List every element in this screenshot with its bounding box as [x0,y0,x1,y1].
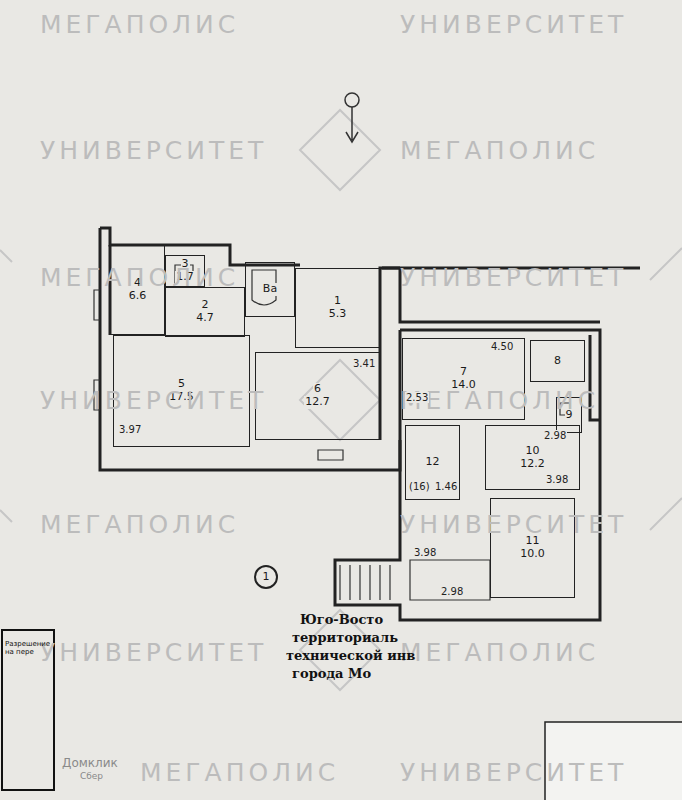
room-number: 1 [333,295,342,308]
source-logo: Домклик [62,756,118,770]
room-area: 5.3 [328,308,348,321]
watermark: УНИВЕРСИТЕТ [40,136,267,165]
dimension-label: 1.46 [434,481,458,492]
room-area: 4.7 [195,312,215,325]
dimension-label: 3.98 [545,474,569,485]
stamp-text: территориаль [292,630,398,645]
watermark: УНИВЕРСИТЕТ [40,638,267,667]
room-box: 8 [530,340,585,382]
room-number: 1 [262,571,271,584]
dimension-label: 2.53 [405,392,429,403]
watermark: УНИВЕРСИТЕТ [400,758,627,787]
room-number: Ba [262,283,278,296]
watermark: УНИВЕРСИТЕТ [400,263,627,292]
source-logo: Сбер [80,771,103,781]
watermark: МЕГАПОЛИС [40,10,239,39]
room-number: 8 [553,355,562,368]
dimension-label: 2.98 [440,586,464,597]
watermark: УНИВЕРСИТЕТ [400,510,627,539]
room-number: 10 [525,445,541,458]
room-number: 2 [201,299,210,312]
dimension-label: 3.41 [352,358,376,369]
watermark: УНИВЕРСИТЕТ [40,386,267,415]
dimension-label: 2.98 [543,430,567,441]
stamp-text: Юго-Восто [300,612,383,627]
dimension-label: 3.97 [118,424,142,435]
watermark: МЕГАПОЛИС [40,263,239,292]
room-number: 12 [425,456,441,469]
room-area: 12.2 [519,458,546,471]
room-number: 6 [313,383,322,396]
room-box: 15.3 [295,268,380,348]
watermark: МЕГАПОЛИС [140,758,339,787]
room-area: 10.0 [519,548,546,561]
dimension-label: 3.98 [413,547,437,558]
watermark: МЕГАПОЛИС [400,386,599,415]
dimension-label: 4.50 [490,341,514,352]
room-box: Ba [245,262,295,317]
room-box: 24.7 [165,287,245,337]
room-area: 12.7 [304,396,331,409]
watermark: МЕГАПОЛИС [40,510,239,539]
watermark: УНИВЕРСИТЕТ [400,10,627,39]
watermark: МЕГАПОЛИС [400,136,599,165]
stamp-note: Разрешение на пере [5,640,49,657]
dimension-label: (16) [408,481,431,492]
stamp-text: технической инв [286,648,415,663]
watermark: МЕГАПОЛИС [400,638,599,667]
stamp-text: города Мо [292,666,371,681]
room-number: 7 [459,366,468,379]
sheet-circle: 1 [254,565,278,589]
